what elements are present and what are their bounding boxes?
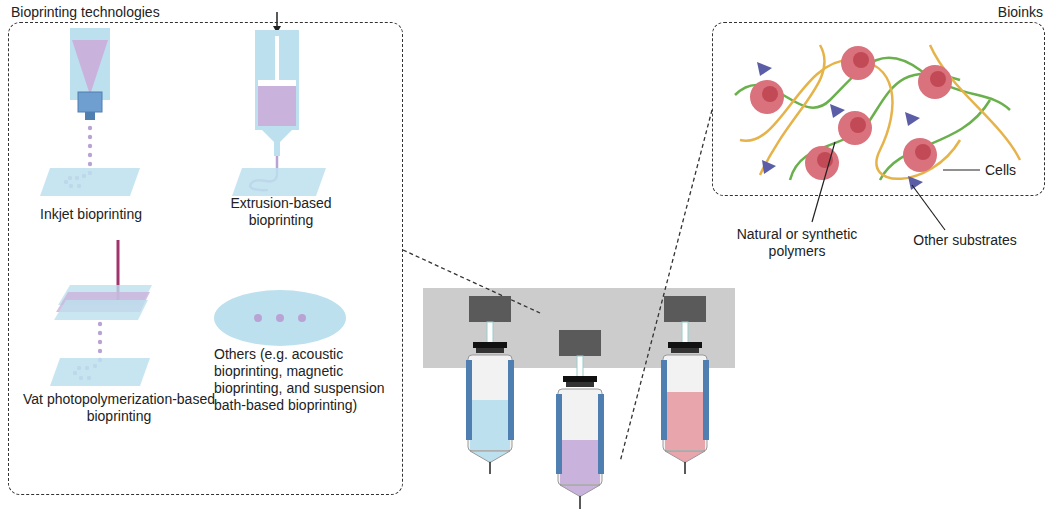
method-label: Extrusion-based bioprinting: [206, 195, 356, 229]
panel-heading: Bioprinting technologies: [11, 4, 271, 21]
part-label: Other substrates: [905, 232, 1025, 249]
method-label: Inkjet bioprinting: [16, 206, 166, 223]
extrusion-illustration: [232, 12, 326, 196]
part-label: Cells: [985, 162, 1045, 179]
method-label: Vat photopolymerization-based bioprintin…: [23, 391, 215, 425]
vat-illustration: [50, 240, 152, 386]
printer-illustration: [403, 110, 735, 509]
bioink-illustration: [735, 45, 1020, 230]
inkjet-illustration: [40, 28, 140, 196]
dashed-panel: Bioprinting technologiesInkjet bioprinti…: [8, 22, 403, 495]
others-ellipse: [214, 290, 346, 346]
method-label: Others (e.g. acoustic bioprinting, magne…: [214, 346, 394, 414]
part-label: Natural or synthetic polymers: [712, 226, 882, 260]
panel-heading: Bioinks: [983, 4, 1043, 21]
